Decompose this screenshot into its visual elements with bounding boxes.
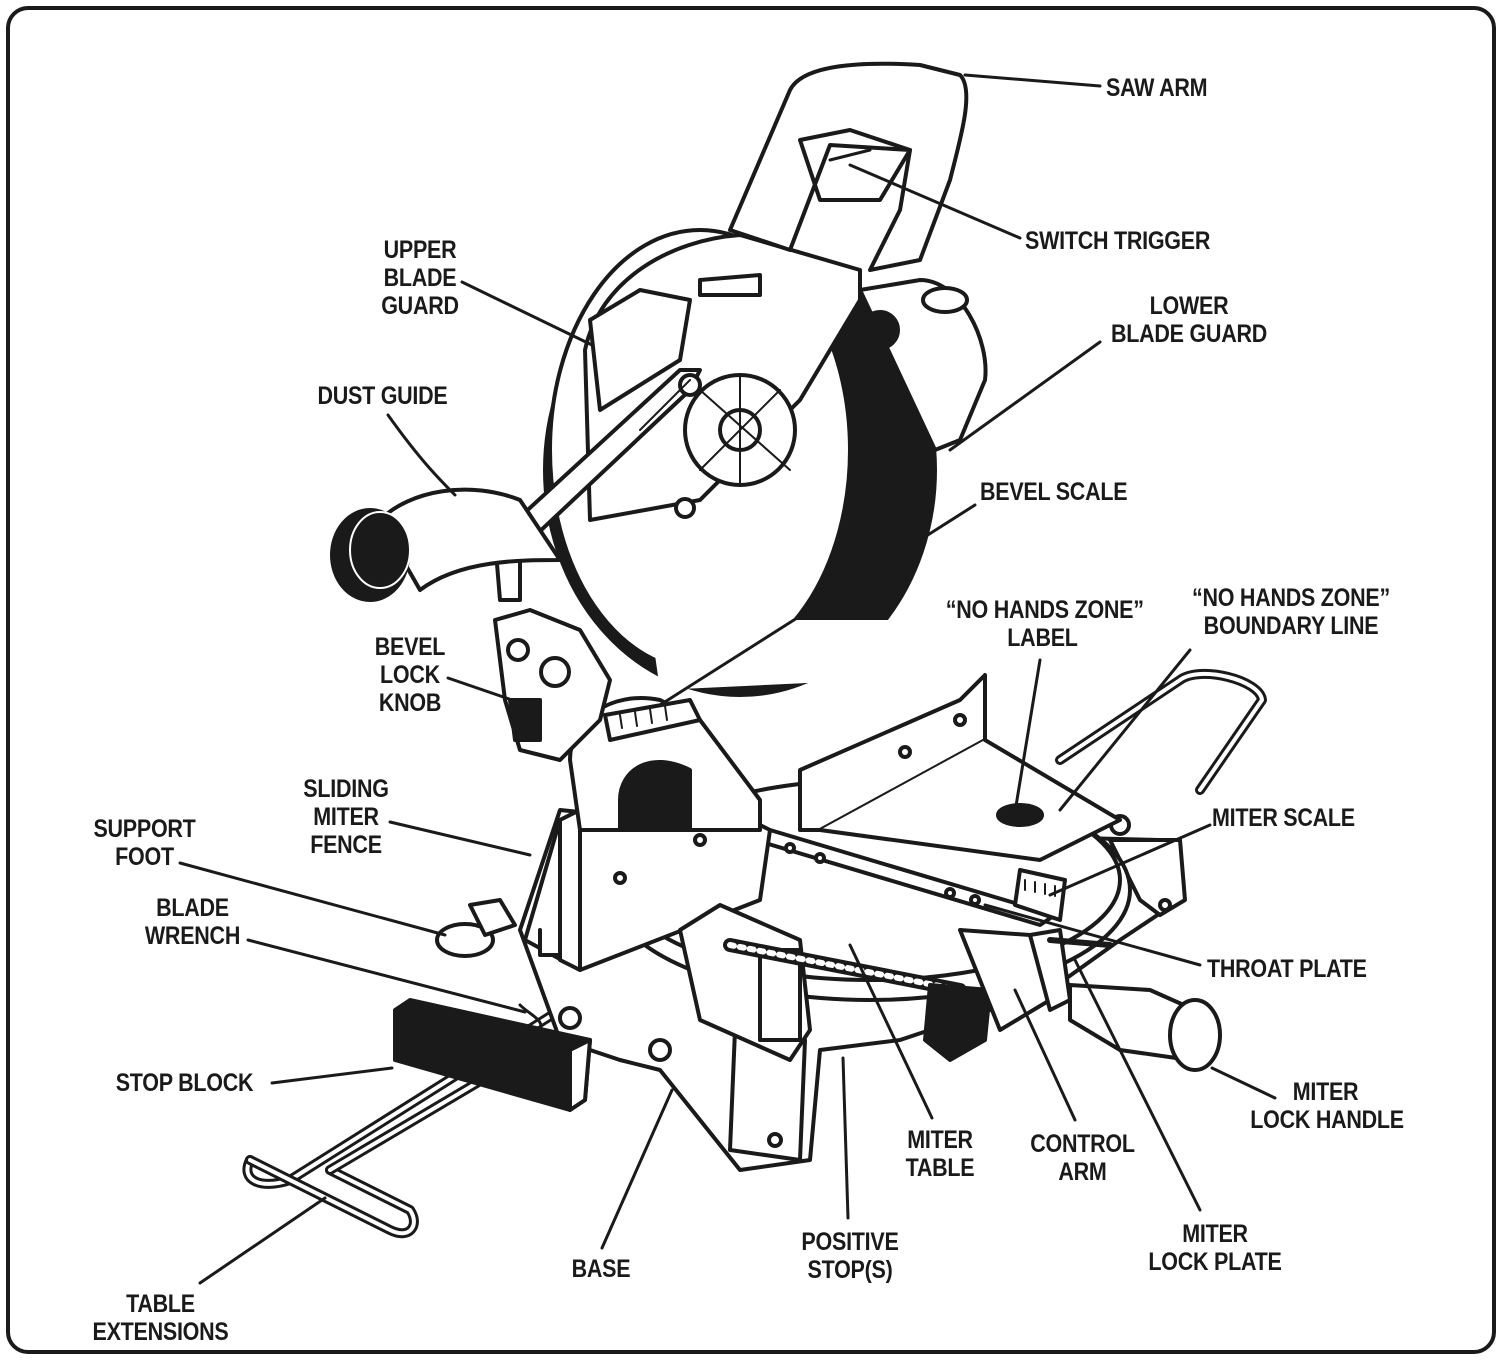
leader-bevel-scale bbox=[658, 503, 977, 707]
stop-block bbox=[393, 998, 672, 1112]
leader-stop-block bbox=[270, 1066, 394, 1085]
leader-miter-table bbox=[848, 943, 934, 1120]
label-bevel-lock-knob: BEVEL LOCK KNOB bbox=[374, 633, 446, 717]
saw-arm bbox=[728, 61, 969, 272]
dust-guide bbox=[330, 487, 562, 602]
leader-lower-blade-guard bbox=[948, 340, 1102, 452]
label-switch-trigger: SWITCH TRIGGER bbox=[1025, 227, 1211, 255]
label-sliding-miter-fence: SLIDING MITER FENCE bbox=[303, 775, 389, 859]
leader-throat-plate bbox=[983, 903, 1202, 967]
label-no-hands-zone-boundary: “NO HANDS ZONE” BOUNDARY LINE bbox=[1191, 584, 1390, 640]
label-miter-table: MITER TABLE bbox=[905, 1126, 975, 1182]
leader-saw-arm bbox=[963, 73, 1102, 88]
leader-table-extensions bbox=[198, 1196, 327, 1285]
leader-miter-lock-plate bbox=[1073, 958, 1202, 1212]
label-no-hands-zone-label: “NO HANDS ZONE” LABEL bbox=[945, 596, 1144, 652]
leader-miter-lock-handle bbox=[1210, 1066, 1277, 1100]
label-throat-plate: THROAT PLATE bbox=[1207, 955, 1367, 983]
miter-lock-handle bbox=[1068, 983, 1222, 1072]
label-control-arm: CONTROL ARM bbox=[1030, 1130, 1135, 1186]
leader-sliding-miter-fence bbox=[388, 820, 532, 857]
label-lower-blade-guard: LOWER BLADE GUARD bbox=[1110, 292, 1268, 348]
label-dust-guide: DUST GUIDE bbox=[317, 382, 448, 410]
support-foot bbox=[435, 898, 517, 958]
label-stop-block: STOP BLOCK bbox=[115, 1069, 254, 1097]
no-hands-zone-label-disc bbox=[996, 803, 1044, 827]
leader-bevel-lock-knob bbox=[446, 676, 514, 702]
leader-dust-guide bbox=[386, 413, 457, 497]
label-positive-stops: POSITIVE STOP(S) bbox=[801, 1228, 899, 1284]
arm-link bbox=[493, 368, 702, 602]
right-fence bbox=[798, 673, 1122, 862]
leader-support-foot bbox=[178, 861, 447, 937]
leader-positive-stops bbox=[841, 1056, 850, 1220]
leader-upper-blade-guard bbox=[460, 280, 594, 347]
leader-control-arm bbox=[1013, 988, 1077, 1122]
leader-base bbox=[600, 1088, 674, 1250]
label-table-extensions: TABLE EXTENSIONS bbox=[92, 1290, 229, 1346]
label-upper-blade-guard: UPPER BLADE GUARD bbox=[381, 236, 459, 320]
lower-blade-guard bbox=[858, 278, 988, 452]
label-miter-scale: MITER SCALE bbox=[1212, 804, 1355, 832]
leader-no-hands-zone-boundary bbox=[1058, 648, 1192, 812]
leader-switch-trigger bbox=[848, 163, 1022, 240]
leader-no-hands-zone-label bbox=[1013, 658, 1042, 814]
label-saw-arm: SAW ARM bbox=[1106, 74, 1208, 102]
leader-miter-scale bbox=[1048, 823, 1212, 897]
label-support-foot: SUPPORT FOOT bbox=[93, 815, 196, 871]
miter-scale bbox=[1013, 868, 1067, 922]
control-arm bbox=[678, 903, 1052, 1062]
label-blade-wrench: BLADE WRENCH bbox=[144, 894, 241, 950]
label-base: BASE bbox=[571, 1255, 631, 1283]
label-bevel-scale: BEVEL SCALE bbox=[980, 478, 1128, 506]
leader-blade-wrench bbox=[246, 938, 527, 1014]
label-miter-lock-plate: MITER LOCK PLATE bbox=[1148, 1220, 1282, 1276]
label-miter-lock-handle: MITER LOCK HANDLE bbox=[1250, 1078, 1404, 1134]
bevel-lock-knob bbox=[493, 608, 612, 762]
upper-blade-guard bbox=[583, 233, 862, 522]
